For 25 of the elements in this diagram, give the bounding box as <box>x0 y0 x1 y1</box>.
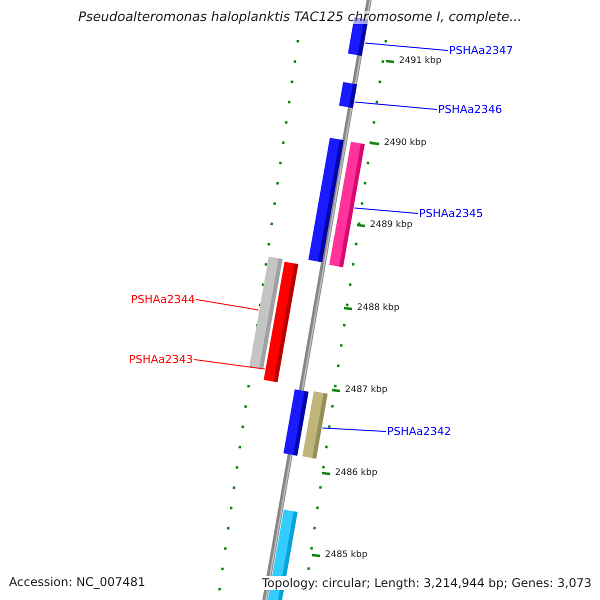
scale-label: 2486 kbp <box>335 469 378 478</box>
leader-line <box>354 102 438 110</box>
gene-bar <box>339 82 357 108</box>
scale-label: 2490 kbp <box>384 139 426 148</box>
leader-line <box>196 299 259 310</box>
gene-label: PSHAa2344 <box>130 294 195 305</box>
scale-label: 2488 kbp <box>357 304 400 313</box>
scale-label: 2485 kbp <box>325 551 368 560</box>
scale-label: 2487 kbp <box>345 386 388 395</box>
gene-label: PSHAa2343 <box>128 354 193 365</box>
gene-bar <box>329 142 365 268</box>
genome-stats-text: Topology: circular; Length: 3,214,944 bp; Genes: 3,073 <box>262 576 592 590</box>
accession-text: Accession: NC_007481 <box>9 576 146 588</box>
leader-line <box>194 359 266 370</box>
gene-label: PSHAa2342 <box>387 426 452 437</box>
leader-line <box>354 208 418 214</box>
gene-label: PSHAa2347 <box>449 45 514 56</box>
gene-bar <box>302 391 328 459</box>
gene-label: PSHAa2345 <box>419 208 484 219</box>
map-title: Pseudoalteromonas haloplanktis TAC125 chromosome I, complete... <box>78 11 522 24</box>
leader-line <box>322 428 386 432</box>
leader-line <box>364 42 448 51</box>
scale-label: 2489 kbp <box>370 221 412 230</box>
gene-label: PSHAa2346 <box>438 104 502 115</box>
scale-label: 2491 kbp <box>399 57 442 66</box>
